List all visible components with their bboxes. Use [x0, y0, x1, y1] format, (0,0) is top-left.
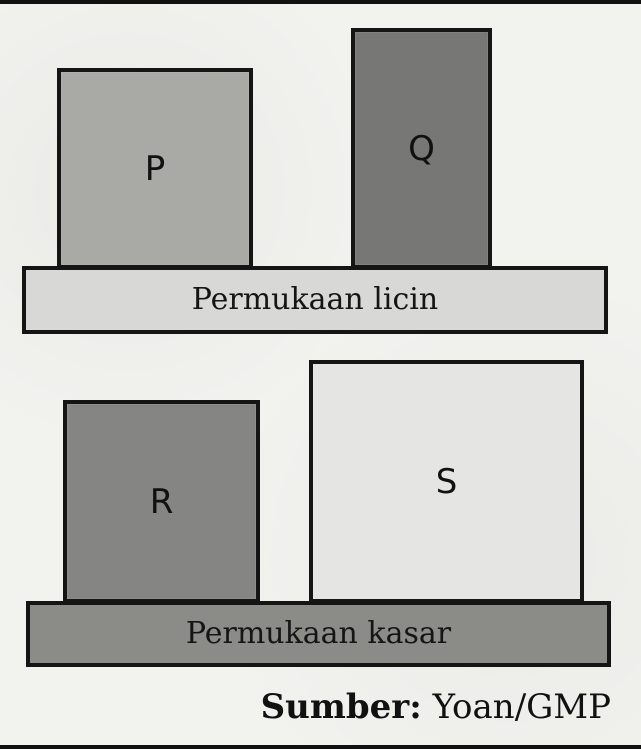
smooth-surface: Permukaan licin: [22, 266, 608, 334]
block-q-label: Q: [408, 128, 435, 169]
block-p: P: [57, 68, 253, 269]
source-credit: Sumber: Yoan/GMP: [261, 690, 611, 724]
source-label: Sumber:: [260, 687, 422, 727]
block-r-label: R: [149, 481, 174, 522]
rough-surface-label: Permukaan kasar: [185, 616, 452, 651]
source-value: Yoan/GMP: [432, 687, 611, 727]
block-s: S: [309, 360, 584, 603]
smooth-surface-label: Permukaan licin: [191, 282, 439, 317]
rough-surface: Permukaan kasar: [26, 601, 611, 667]
block-q: Q: [351, 28, 492, 269]
block-p-label: P: [144, 148, 166, 189]
block-s-label: S: [435, 461, 458, 502]
block-r: R: [63, 400, 260, 603]
